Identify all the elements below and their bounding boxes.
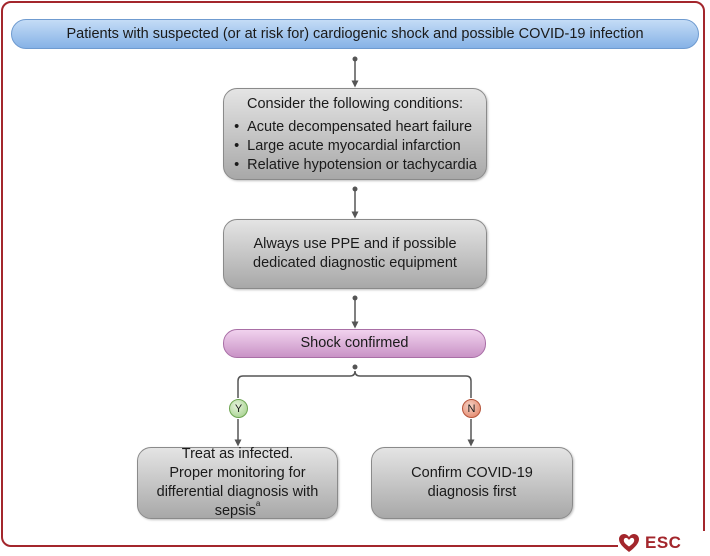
connector-conditions-to-ppe <box>351 186 359 219</box>
conditions-title: Consider the following conditions: <box>246 96 463 112</box>
ppe-line-2: dedicated diagnostic equipment <box>253 255 457 271</box>
footnote-marker: a <box>255 499 261 509</box>
connector-ppe-to-shock <box>351 295 359 329</box>
diagram-frame <box>1 1 705 547</box>
treat-line-2: Proper monitoring for <box>169 465 306 481</box>
header-text: Patients with suspected (or at risk for)… <box>66 25 644 42</box>
treat-box: Treat as infected. Proper monitoring for… <box>137 446 338 521</box>
ppe-box: Always use PPE and if possible dedicated… <box>223 219 487 289</box>
conditions-box: Consider the following conditions: Acute… <box>223 88 487 180</box>
treat-line-3: differential diagnosis with sepsisa <box>138 483 337 521</box>
yes-branch-badge: Y <box>229 399 248 418</box>
treat-line-3-text: differential diagnosis with sepsis <box>156 484 319 519</box>
confirm-line-2: diagnosis first <box>427 484 517 500</box>
condition-item: Acute decompensated heart failure <box>233 118 477 137</box>
connector-header-to-conditions <box>351 56 359 88</box>
shock-confirmed-text: Shock confirmed <box>300 335 409 351</box>
treat-line-1: Treat as infected. <box>181 446 294 462</box>
header-box: Patients with suspected (or at risk for)… <box>11 19 699 49</box>
branch-split <box>237 364 472 398</box>
no-branch-badge: N <box>462 399 481 418</box>
esc-logo-text: ESC <box>645 533 682 552</box>
confirm-box: Confirm COVID-19 diagnosis first <box>371 447 573 519</box>
shock-confirmed-box: Shock confirmed <box>223 329 486 358</box>
heart-icon <box>619 534 639 552</box>
condition-item: Relative hypotension or tachycardia <box>233 156 477 175</box>
ppe-line-1: Always use PPE and if possible <box>253 236 457 252</box>
conditions-list: Acute decompensated heart failure Large … <box>233 118 477 175</box>
no-label: N <box>467 402 476 415</box>
confirm-line-1: Confirm COVID-19 <box>411 465 533 481</box>
yes-label: Y <box>234 402 243 415</box>
esc-logo: ESC <box>618 531 708 555</box>
condition-item: Large acute myocardial infarction <box>233 137 477 156</box>
